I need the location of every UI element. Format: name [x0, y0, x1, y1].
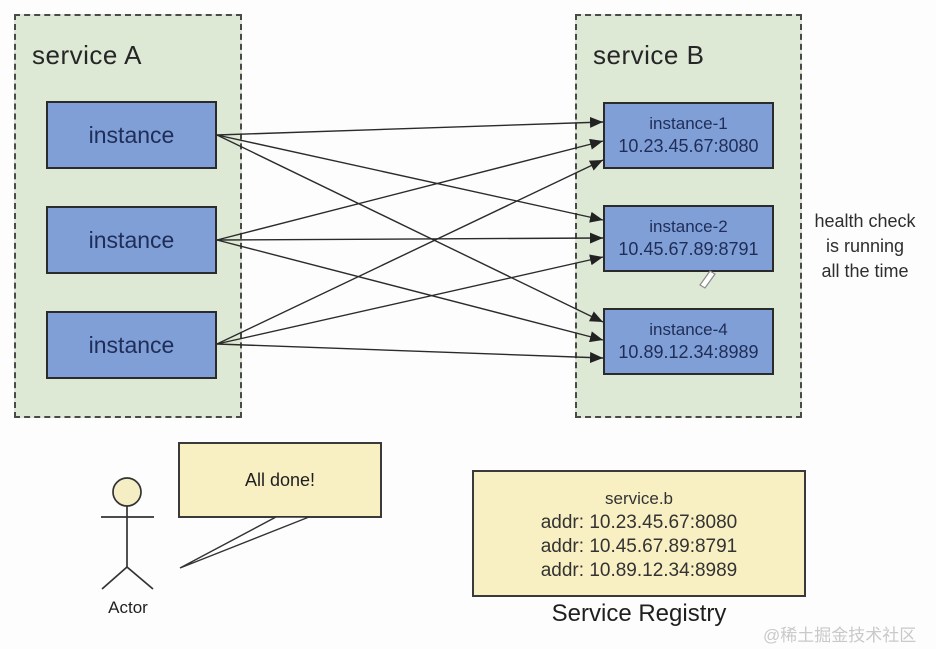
connection-arrow-a1-b2: [216, 134, 604, 223]
instance-address: 10.89.12.34:8989: [618, 341, 759, 362]
speech-bubble-tail: [179, 516, 310, 569]
instance-name: instance-2: [649, 216, 728, 236]
registry-service-name: service.b: [604, 489, 674, 508]
service-a-instance-1: instance: [46, 101, 217, 169]
connection-arrow-a1-b1: [216, 116, 604, 136]
service-a-title: service A: [32, 40, 142, 70]
registry-address: addr: 10.45.67.89:8791: [540, 536, 738, 557]
connection-arrow-a1-b4: [216, 134, 604, 323]
connection-arrow-a3-b2: [216, 254, 604, 345]
service-b-instance-1: instance-1 10.23.45.67:8080: [603, 102, 774, 169]
connection-arrow-a3-b1: [216, 159, 604, 345]
service-b-instance-2: instance-2 10.45.67.89:8791: [603, 205, 774, 272]
instance-label: instance: [88, 331, 175, 358]
health-check-note: health check is running all the time: [814, 211, 916, 281]
instance-name: instance-1: [649, 113, 728, 133]
actor-figure: [101, 477, 154, 590]
speech-bubble: All done!: [178, 442, 382, 518]
service-registry-box: service.b addr: 10.23.45.67:8080 addr: 1…: [472, 470, 806, 597]
service-a-instance-2: instance: [46, 206, 217, 274]
service-b-instance-4: instance-4 10.89.12.34:8989: [603, 308, 774, 375]
actor-leg-left: [101, 566, 128, 590]
connection-arrow-a3-b4: [216, 343, 604, 364]
service-a-instance-3: instance: [46, 311, 217, 379]
instance-label: instance: [88, 121, 175, 148]
connection-arrows: [216, 116, 604, 364]
instance-address: 10.23.45.67:8080: [618, 135, 759, 156]
instance-label: instance: [88, 226, 175, 253]
connection-arrow-a2-b1: [216, 138, 604, 241]
watermark: @稀土掘金技术社区: [763, 626, 917, 645]
connection-arrow-a2-b4: [216, 239, 604, 343]
actor-label: Actor: [108, 598, 148, 617]
actor-leg-right: [126, 566, 154, 590]
instance-name: instance-4: [649, 319, 728, 339]
service-registry-title: Service Registry: [551, 600, 727, 627]
registry-address: addr: 10.89.12.34:8989: [540, 560, 738, 581]
service-b-title: service B: [593, 40, 705, 70]
speech-bubble-text: All done!: [244, 469, 316, 490]
registry-address: addr: 10.23.45.67:8080: [540, 512, 738, 533]
connection-arrow-a2-b2: [216, 232, 604, 244]
instance-address: 10.45.67.89:8791: [618, 238, 759, 259]
actor-head: [112, 477, 142, 507]
